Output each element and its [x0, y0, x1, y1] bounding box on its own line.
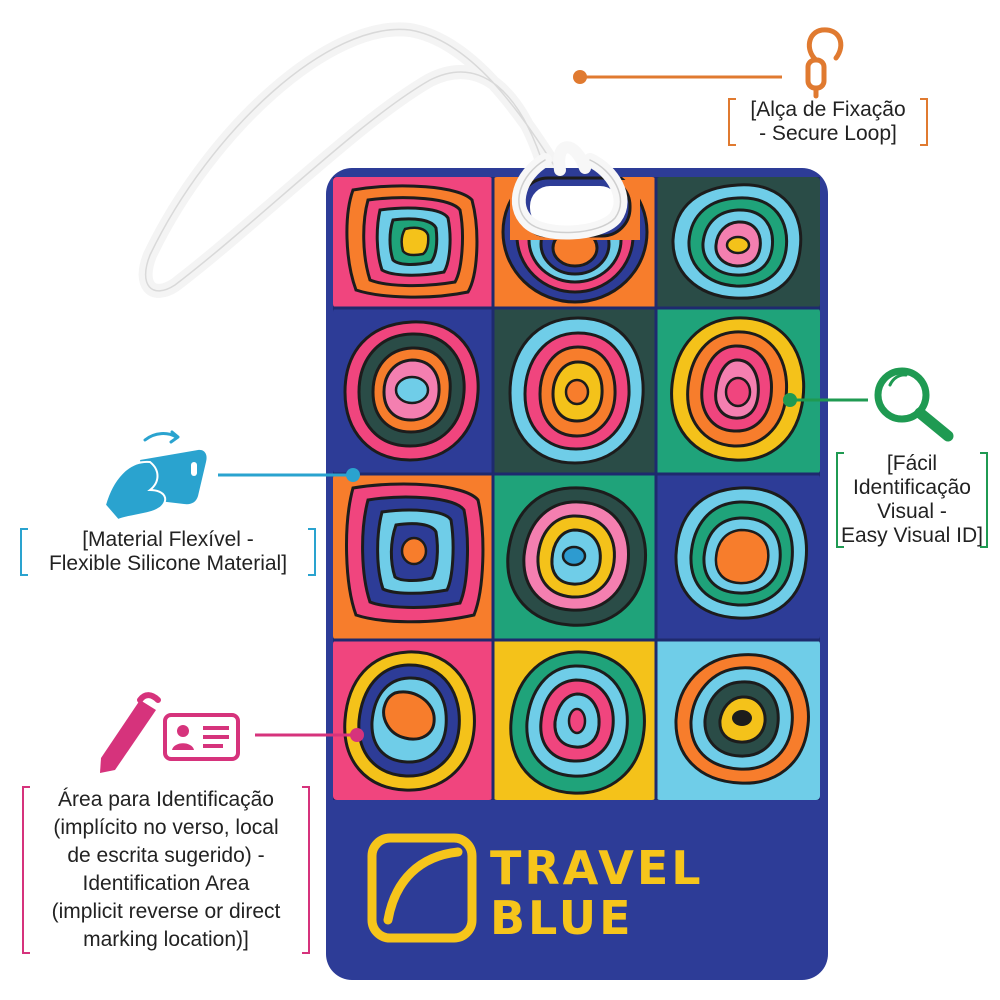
callout-id-area-line-6: marking location)]: [83, 928, 249, 951]
pen-and-id-card-icon: [100, 692, 240, 773]
callout-material-connector: [218, 468, 360, 482]
tile-8: [493, 474, 656, 640]
tile-grid-lines: [333, 177, 820, 800]
tile-1: [333, 177, 493, 308]
callout-id-area-line-4: Identification Area: [82, 872, 250, 895]
tile-12: [656, 640, 820, 800]
callout-id-area-line-5: (implicit reverse or direct: [51, 900, 281, 923]
tile-11: [493, 640, 656, 800]
callout-loop-label: [Alça de Fixação - Secure Loop]: [728, 98, 928, 146]
callout-id-area-connector: [255, 728, 364, 742]
callout-id-area-line-1: Área para Identificação: [58, 788, 274, 811]
tile-7: [333, 474, 493, 640]
callout-material-label: [Material Flexível - Flexible Silicone M…: [20, 528, 316, 576]
secure-loop-knot: [512, 141, 628, 240]
callout-id-area-line-3: de escrita sugerido) -: [67, 844, 265, 867]
loop-strap-icon: [805, 27, 844, 99]
tile-3: [656, 177, 820, 308]
travel-blue-logo-mark: [367, 833, 477, 943]
brand-name-line2: BLUE: [490, 891, 634, 945]
callout-material-line-2: Flexible Silicone Material]: [48, 552, 288, 575]
brand-name-line1: TRAVEL: [490, 841, 704, 895]
callout-material-line-1: [Material Flexível -: [82, 528, 254, 551]
callout-loop-line-2: - Secure Loop]: [759, 122, 897, 145]
secure-loop-strap: [138, 22, 567, 298]
magnifier-icon: [874, 367, 954, 442]
tile-5: [493, 308, 656, 474]
callout-visual-id-line-3: Visual -: [877, 500, 947, 523]
callout-loop-line-1: [Alça de Fixação: [750, 98, 906, 121]
callout-visual-id-connector: [783, 393, 868, 407]
hand-bending-tag-icon: [103, 430, 207, 522]
callout-loop-connector: [573, 70, 782, 84]
tile-6: [656, 308, 820, 474]
callout-visual-id-line-1: [Fácil: [886, 452, 938, 475]
callout-visual-id-line-2: Identificação: [853, 476, 971, 499]
callout-visual-id-label: [Fácil Identificação Visual - Easy Visua…: [836, 452, 988, 548]
tile-4: [333, 308, 493, 474]
tile-9: [656, 474, 820, 640]
callout-id-area-label: Área para Identificação (implícito no ve…: [22, 786, 310, 954]
callout-id-area-line-2: (implícito no verso, local: [53, 816, 279, 839]
callout-visual-id-line-4: Easy Visual ID]: [840, 524, 983, 547]
tile-10: [333, 640, 493, 800]
